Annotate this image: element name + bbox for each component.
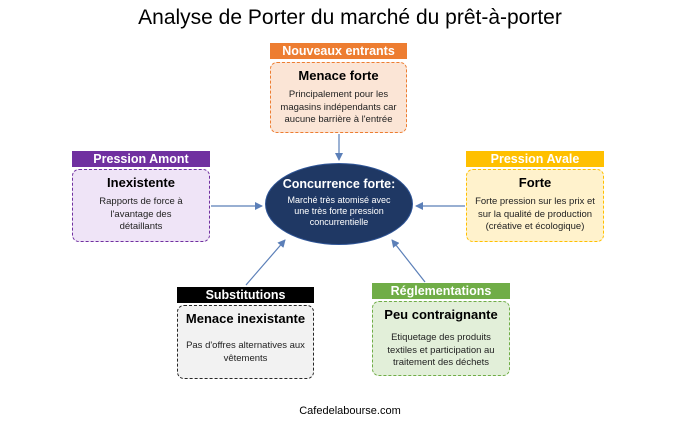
nouveaux-entrants-description: Principalement pour les magasins indépen… [280,89,397,125]
source-footer: Cafedelabourse.com [299,405,401,417]
pression-amont-box: Inexistente Rapports de force à l'avanta… [72,169,210,242]
reglementations-box: Peu contraignante Etiquetage des produit… [372,301,510,376]
nouveaux-entrants-title: Menace forte [298,68,379,83]
concurrence-ellipse: Concurrence forte: Marché très atomisé a… [265,163,413,245]
diagram-title: Analyse de Porter du marché du prêt-à-po… [138,6,562,29]
nouveaux-entrants-box: Menace forte Principalement pour les mag… [270,62,407,133]
nouveaux-entrants-header: Nouveaux entrants [270,43,407,59]
pression-amont-title: Inexistente [107,175,175,190]
pression-avale-title: Forte [518,175,552,190]
pression-avale-header: Pression Avale [466,151,604,167]
arrow-from-substitutions [245,239,286,286]
pression-amont-header: Pression Amont [72,151,210,167]
pression-avale-box: Forte Forte pression sur les prix et sur… [466,169,604,242]
substitutions-header: Substitutions [177,287,314,303]
substitutions-description: Pas d'offres alternatives aux vêtements [186,340,305,364]
pression-avale-description: Forte pression sur les prix et sur la qu… [475,196,595,232]
reglementations-title: Peu contraignante [384,307,498,322]
reglementations-header: Réglementations [372,283,510,299]
substitutions-box: Menace inexistante Pas d'offres alternat… [177,305,314,379]
concurrence-title: Concurrence forte: [282,177,396,191]
concurrence-description: Marché très atomisé avec une très forte … [287,195,391,227]
pression-amont-description: Rapports de force à l'avantage des détai… [99,196,183,232]
substitutions-title: Menace inexistante [185,311,306,326]
reglementations-description: Etiquetage des produits textiles et part… [387,332,495,368]
arrow-from-reglementations [391,239,426,283]
